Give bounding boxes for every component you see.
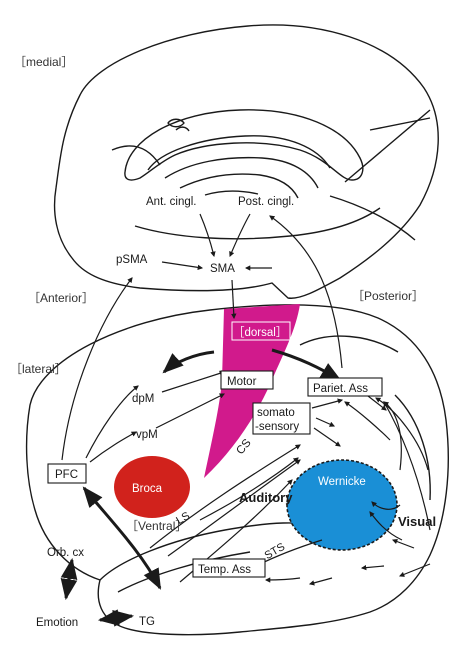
dpm-label: dpM [132,393,154,405]
medial-hemisphere [55,25,439,298]
anterior-label: ［Anterior］ [28,291,94,305]
pfc-label: PFC [55,469,78,481]
vpm-label: vpM [136,429,158,441]
sts-label: STS [263,541,288,562]
corpus-callosum [125,110,363,180]
ant-cingl-label: Ant. cingl. [146,196,197,208]
sma-label: SMA [210,263,235,275]
medial-outline [55,25,439,298]
pariet-ass-label: Pariet. Ass [313,383,368,395]
auditory-label: Auditory [239,490,293,505]
motor-label: Motor [227,376,257,388]
psma-label: pSMA [116,254,148,266]
somato-label-2: -sensory [255,421,299,433]
medial-label: ［medial］ [14,55,73,69]
tg-label: TG [139,616,155,628]
visual-label: Visual [398,514,436,529]
orb-cx-label: Orb. cx [47,547,84,559]
dorsal-label: ［dorsal］ [233,326,287,339]
wernicke-label: Wernicke [318,476,366,488]
posterior-label: ［Posterior］ [352,289,424,303]
emotion-label: Emotion [36,617,78,629]
somato-label-1: somato [257,407,295,419]
temp-ass-label: Temp. Ass [198,564,251,576]
post-cingl-label: Post. cingl. [238,196,294,208]
wernicke-region [287,460,397,550]
lateral-label: ［lateral］ [10,362,67,376]
broca-label: Broca [132,483,163,495]
